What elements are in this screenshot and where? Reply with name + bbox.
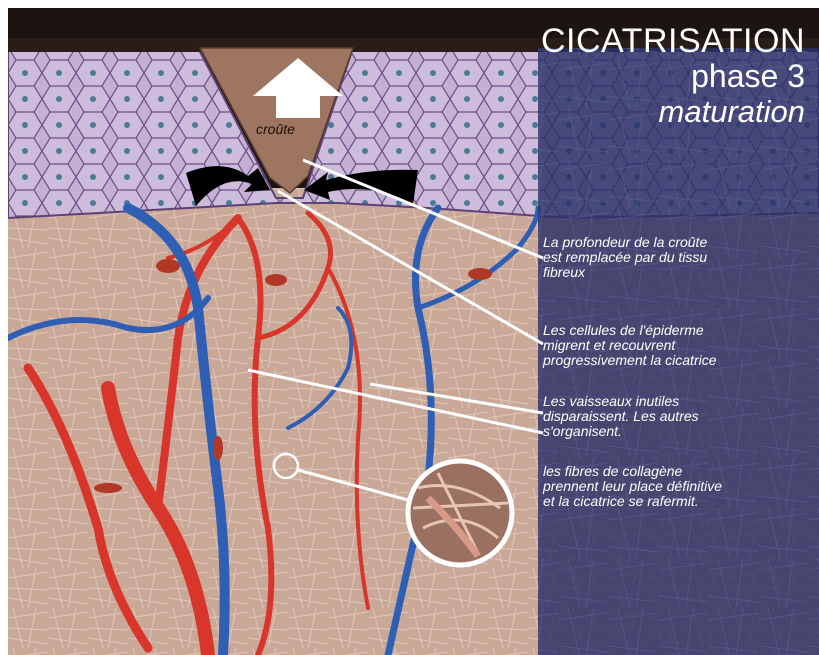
caption-epidermis-cells: Les cellules de l'épiderme migrent et re… xyxy=(543,323,819,368)
diagram-title: CICATRISATION xyxy=(541,22,805,61)
diagram-phase: phase 3 xyxy=(691,58,805,95)
crust-label: croûte xyxy=(256,121,295,137)
caption-collagen: les fibres de collagène prennent leur pl… xyxy=(543,464,819,509)
diagram-subtitle: maturation xyxy=(659,94,805,130)
caption-vessels: Les vaisseaux inutiles disparaissent. Le… xyxy=(543,394,819,439)
caption-crust-depth: La profondeur de la croûte est remplacée… xyxy=(543,235,819,280)
illustration-frame: CICATRISATION phase 3 maturation croûte … xyxy=(8,8,819,655)
